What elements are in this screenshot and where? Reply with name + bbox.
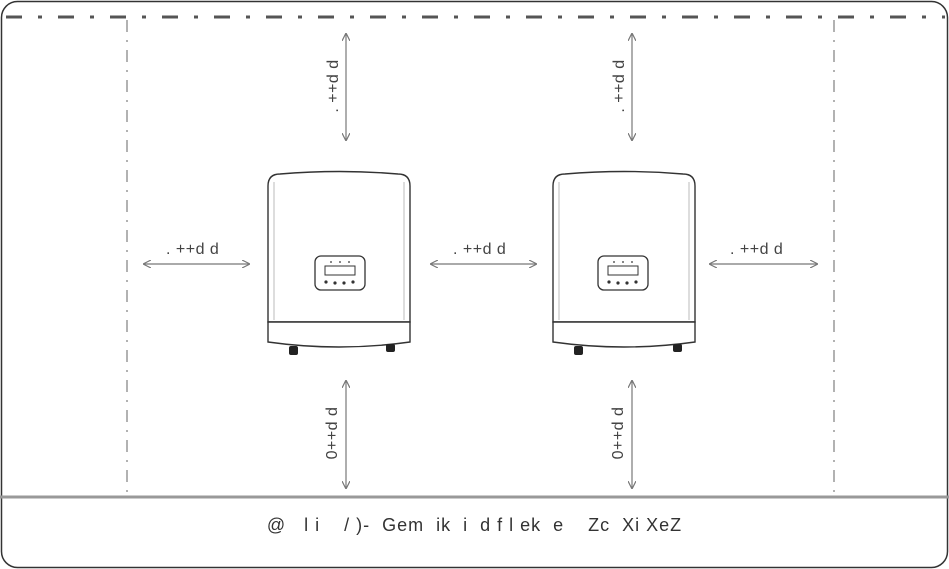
top-left-clearance-label: . ++d d: [325, 59, 342, 113]
inverter-right-foot-left: [574, 346, 583, 355]
inverter-right-foot-right: [673, 344, 682, 352]
left-clearance-label: . ++d d: [166, 241, 220, 258]
middle-clearance-label: . ++d d: [453, 241, 507, 258]
diagram-caption: @ l i / )- Gem ik i d f l ek e Zc Xi XeZ: [266, 515, 683, 535]
inverter-left-body: [267, 170, 411, 323]
inverter-left-button: [324, 280, 328, 284]
inverter-right-body: [552, 170, 696, 323]
inverter-right-base: [552, 321, 696, 348]
inverter-left-screen: [324, 265, 356, 276]
inverter-right-display-panel: [597, 255, 649, 291]
inverter-right: [552, 170, 696, 355]
bottom-left-clearance-label: 0++d d: [324, 406, 341, 460]
inverter-right-screen: [607, 265, 639, 276]
bottom-right-clearance-label: 0++d d: [610, 406, 627, 460]
inverter-left-base: [267, 321, 411, 348]
inverter-left: [267, 170, 411, 355]
inverter-left-foot-right: [386, 344, 395, 352]
right-clearance-label: . ++d d: [730, 241, 784, 258]
top-right-clearance-label: . ++d d: [611, 59, 628, 113]
inverter-left-foot-left: [289, 346, 298, 355]
inverter-right-button: [607, 280, 611, 284]
inverter-left-display-panel: [314, 255, 366, 291]
